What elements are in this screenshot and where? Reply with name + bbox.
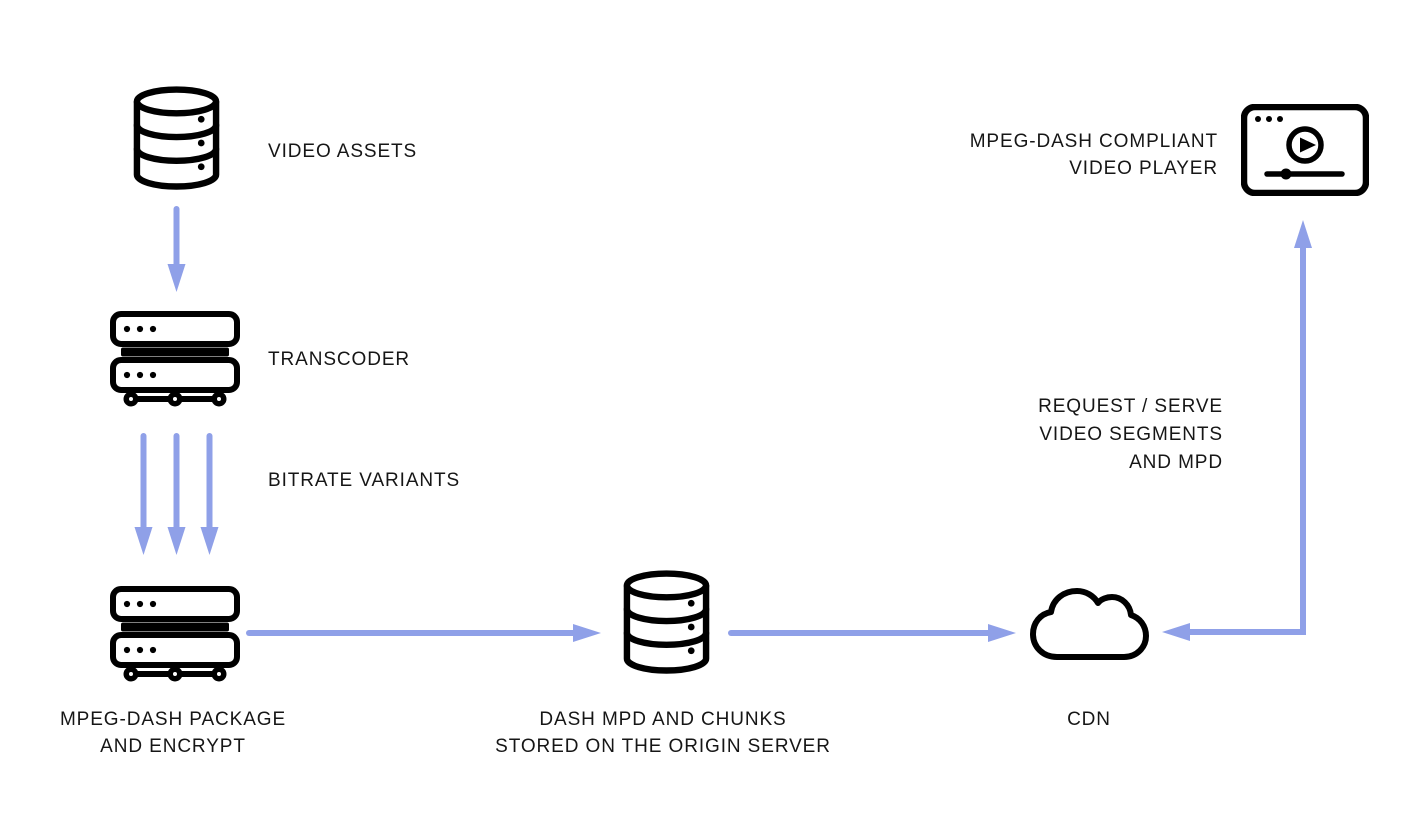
cloud-icon	[1030, 588, 1149, 660]
bitrate-variants-label: BITRATE VARIANTS	[268, 470, 461, 491]
arrow-origin-to-cdn	[728, 624, 1016, 642]
cdn-label: CDN	[1067, 709, 1111, 730]
video-player-label: MPEG-DASH COMPLIANT VIDEO PLAYER	[969, 131, 1218, 179]
database-icon	[133, 86, 220, 190]
video-player-icon	[1241, 104, 1369, 196]
database-icon	[623, 570, 710, 674]
transcoder-label: TRANSCODER	[268, 349, 411, 370]
bitrate-arrow-2	[167, 433, 185, 555]
server-icon	[110, 586, 240, 682]
arrow-packager-to-origin	[246, 624, 601, 642]
bitrate-arrow-3	[200, 433, 218, 555]
origin-server-label: DASH MPD AND CHUNKS STORED ON THE ORIGIN…	[495, 709, 831, 757]
video-assets-label: VIDEO ASSETS	[268, 141, 418, 162]
server-icon	[110, 311, 240, 407]
arrow-assets-to-transcoder	[167, 206, 186, 292]
packager-label: MPEG-DASH PACKAGE AND ENCRYPT	[59, 709, 287, 757]
request-serve-label: REQUEST / SERVE VIDEO SEGMENTS AND MPD	[1038, 396, 1223, 473]
arrow-cdn-player-bidirectional	[1162, 220, 1312, 641]
bitrate-arrow-1	[134, 433, 152, 555]
